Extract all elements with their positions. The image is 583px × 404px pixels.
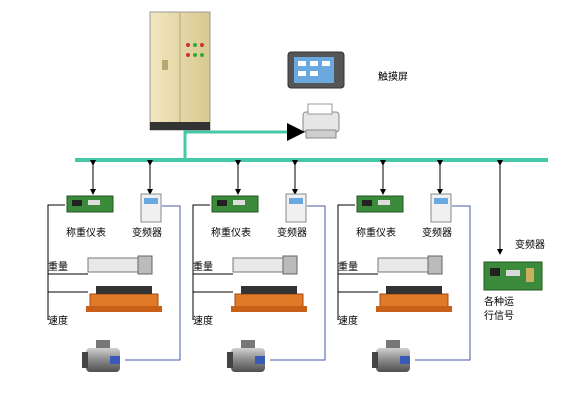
inverter-icon bbox=[140, 193, 162, 223]
right-inverter-label: 变频器 bbox=[515, 238, 545, 251]
unit-2: 称重仪表 变频器 重量 速度 bbox=[192, 160, 326, 372]
weigher-label: 称重仪表 bbox=[211, 226, 251, 239]
unit-3: 称重仪表 变频器 重量 速度 bbox=[337, 160, 471, 372]
weight-label: 重量 bbox=[338, 260, 358, 273]
weight-label: 重量 bbox=[193, 260, 213, 273]
weigher-label: 称重仪表 bbox=[356, 226, 396, 239]
belt-scale-icon bbox=[376, 286, 452, 312]
signal-label-1: 各种运 bbox=[484, 295, 514, 308]
belt-scale-icon bbox=[86, 286, 162, 312]
feedback-wire bbox=[337, 204, 355, 320]
weight-label: 重量 bbox=[48, 260, 68, 273]
motor-wire bbox=[270, 205, 326, 361]
belt-scale-icon bbox=[231, 286, 307, 312]
inverter-label: 变频器 bbox=[132, 226, 162, 239]
inverter-icon bbox=[285, 193, 307, 223]
touchscreen-icon bbox=[287, 51, 345, 89]
speed-label: 速度 bbox=[338, 314, 358, 327]
motor-icon bbox=[82, 340, 120, 372]
signal-label-2: 行信号 bbox=[484, 309, 514, 322]
motor-icon bbox=[372, 340, 410, 372]
weighing-instrument-icon bbox=[66, 195, 114, 213]
motor-icon bbox=[227, 340, 265, 372]
weighing-instrument-icon bbox=[356, 195, 404, 213]
inverter-label: 变频器 bbox=[422, 226, 452, 239]
control-cabinet-icon bbox=[149, 11, 211, 131]
load-cell-icon bbox=[377, 255, 443, 275]
speed-label: 速度 bbox=[48, 314, 68, 327]
feedback-wire bbox=[192, 204, 210, 320]
touchscreen-label: 触摸屏 bbox=[378, 70, 408, 83]
load-cell-icon bbox=[232, 255, 298, 275]
speed-label: 速度 bbox=[193, 314, 213, 327]
unit-1: 称重仪表 变频器 重量 速度 bbox=[47, 160, 181, 372]
inverter-label: 变频器 bbox=[277, 226, 307, 239]
weigher-label: 称重仪表 bbox=[66, 226, 106, 239]
signal-board-icon bbox=[483, 261, 543, 291]
motor-wire bbox=[125, 205, 181, 361]
weighing-instrument-icon bbox=[211, 195, 259, 213]
load-cell-icon bbox=[87, 255, 153, 275]
feedback-wire bbox=[47, 204, 65, 320]
printer-icon bbox=[302, 103, 340, 139]
motor-wire bbox=[415, 205, 471, 361]
inverter-icon bbox=[430, 193, 452, 223]
